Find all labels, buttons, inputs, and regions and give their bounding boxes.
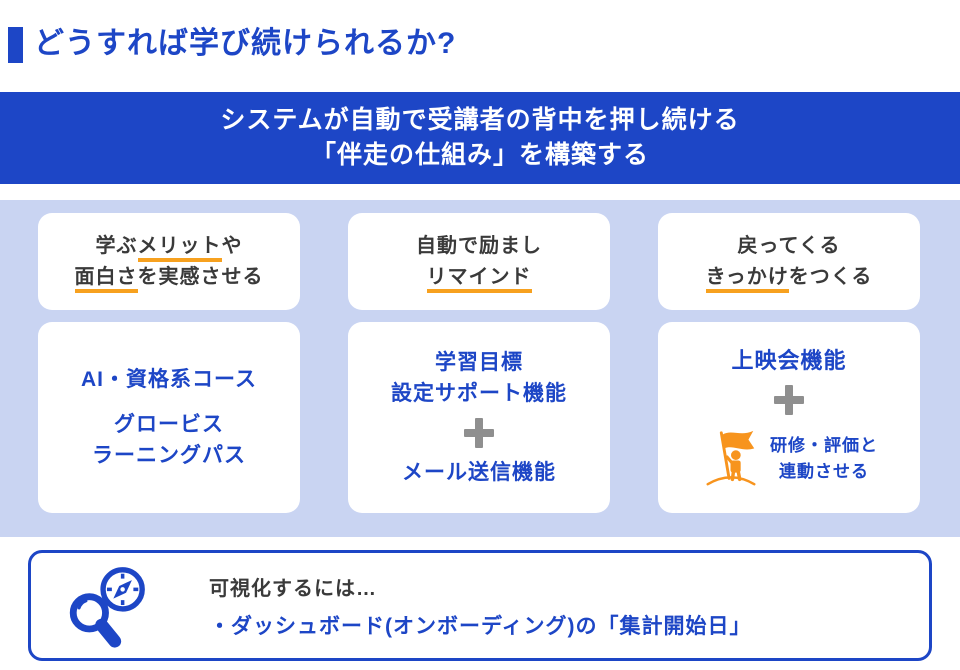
column-comeback-trigger: 戻ってくる きっかけをつくる 上映会機能 [658, 213, 920, 513]
column-1-header: 学ぶメリットや 面白さを実感させる [38, 213, 300, 310]
underlined-text: きっかけ [705, 265, 789, 293]
content-item: メール送信機能 [402, 461, 556, 484]
content-item: 学習目標 [435, 351, 523, 374]
column-auto-remind: 自動で励まし リマインド 学習目標 設定サポート機能 メール送信機能 [348, 213, 610, 513]
column-1-content: AI・資格系コース グロービス ラーニングパス [38, 322, 300, 513]
note-detail: ・ダッシュボード(オンボーディング)の「集計開始日」 [209, 614, 752, 638]
banner-line-2: 「伴走の仕組み」を構築する [310, 141, 649, 169]
content-item: 連動させる [779, 462, 869, 481]
column-3-header: 戻ってくる きっかけをつくる [658, 213, 920, 310]
column-1-header-line-1: 学ぶメリットや [96, 231, 243, 262]
column-2-header-line-1: 自動で励まし [416, 234, 542, 257]
column-1-header-line-2: 面白さを実感させる [74, 262, 264, 293]
header-text: を実感させる [137, 265, 264, 288]
flag-person-icon [706, 430, 756, 486]
plus-icon [774, 385, 804, 415]
flag-annotation-row: 研修・評価と 連動させる [700, 428, 878, 490]
content-item: ラーニングパス [92, 444, 246, 467]
magnifier-compass-icon [69, 566, 145, 648]
column-2-header: 自動で励まし リマインド [348, 213, 610, 310]
columns-section: 学ぶメリットや 面白さを実感させる AI・資格系コース グロービス ラーニングパ… [0, 200, 960, 537]
key-message-banner: システムが自動で受講者の背中を押し続ける 「伴走の仕組み」を構築する [0, 92, 960, 184]
page-title: どうすれば学び続けられるか? [34, 27, 457, 60]
column-2-header-line-2: リマインド [426, 262, 532, 293]
note-intro: 可視化するには… [209, 577, 377, 600]
header-text: 学ぶ [95, 234, 138, 257]
header-text: や [221, 234, 243, 257]
column-3-header-line-1: 戻ってくる [737, 234, 841, 257]
banner-line-1: システムが自動で受講者の背中を押し続ける [220, 106, 740, 134]
content-item: 研修・評価と [770, 436, 878, 455]
column-3-content: 上映会機能 研修・評価と 連動させる [658, 322, 920, 513]
visualization-note-text: 可視化するには… ・ダッシュボード(オンボーディング)の「集計開始日」 [209, 572, 752, 640]
flag-annotation-text: 研修・評価と 連動させる [770, 433, 878, 485]
column-3-header-line-2: きっかけをつくる [705, 262, 873, 293]
plus-icon [464, 418, 494, 448]
column-learn-merit: 学ぶメリットや 面白さを実感させる AI・資格系コース グロービス ラーニングパ… [38, 213, 300, 513]
content-item: 設定サポート機能 [391, 382, 567, 405]
content-item: グロービス [114, 413, 224, 436]
content-item: AI・資格系コース [81, 368, 257, 391]
header-text: をつくる [788, 265, 873, 288]
underlined-text: 面白さ [74, 265, 138, 293]
column-2-content: 学習目標 設定サポート機能 メール送信機能 [348, 322, 610, 513]
underlined-text: メリット [137, 234, 222, 262]
underlined-text: リマインド [426, 265, 532, 293]
content-item: 上映会機能 [731, 348, 847, 373]
title-marker [8, 27, 23, 63]
visualization-note-box: 可視化するには… ・ダッシュボード(オンボーディング)の「集計開始日」 [28, 550, 932, 661]
